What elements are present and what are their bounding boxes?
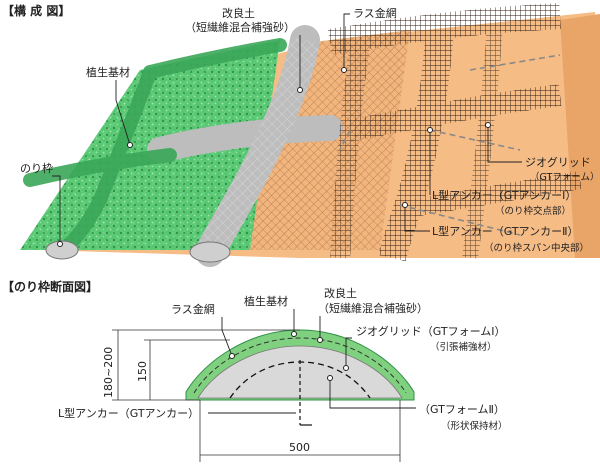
section-label-gt-form2-sub: （形状保持材）: [441, 420, 508, 432]
cross-section: 【のり枠断面図】 180~200 150 500 ラス金網: [2, 279, 508, 462]
dim-width: 500: [289, 441, 310, 454]
label-improved-soil-sub: （短繊維混合補強砂）: [185, 20, 295, 34]
cross-section-title: 【のり枠断面図】: [2, 279, 98, 294]
composition-labels: 【構 成 図】 植生基材 のり枠 改良土 （短繊維混合補強砂） ラス金網 ジオグ…: [2, 3, 600, 254]
geogrid-bands: [327, 3, 582, 262]
section-label-anchor: L型アンカー（GTアンカー）: [58, 406, 199, 420]
section-label-geogrid-sub: （引張補強材）: [430, 341, 497, 353]
anchors: [339, 54, 561, 236]
section-label-lath-mesh: ラス金網: [171, 302, 215, 316]
section-improved-soil: [197, 345, 403, 399]
section-lath-mesh: [193, 337, 407, 394]
improved-soil-frame: [147, 25, 343, 267]
label-anchor2: L型アンカー（GTアンカーⅡ）: [432, 224, 579, 238]
slope-illustration: [20, 3, 600, 267]
dim-inner-height: 150: [136, 361, 149, 382]
section-label-vegetation: 植生基材: [244, 294, 288, 308]
soil-side-face: [560, 14, 600, 258]
label-anchor2-sub: （のり枠スパン中央部）: [484, 242, 589, 254]
label-frame: のり枠: [20, 161, 53, 175]
label-geogrid: ジオグリッド: [525, 155, 591, 169]
frame-end-left: [45, 240, 79, 260]
frame-end-center: [189, 241, 231, 263]
label-geogrid-sub: （GTフォーム）: [530, 171, 600, 183]
section-label-improved-soil-sub: （短繊維混合補強砂）: [318, 301, 428, 315]
label-lath-mesh: ラス金網: [353, 6, 397, 20]
dimension-lines: [112, 329, 401, 462]
label-vegetation-base: 植生基材: [86, 65, 130, 79]
section-label-geogrid: ジオグリッド（GTフォームⅠ）: [356, 324, 506, 338]
vegetation-frame-ridges: [23, 38, 287, 257]
section-label-gt-form2: （GTフォームⅡ）: [419, 403, 505, 416]
label-anchor1: L型アンカー（GTアンカーⅠ）: [432, 188, 576, 202]
label-anchor1-sub: （のり枠交点部）: [495, 205, 571, 217]
label-improved-soil: 改良土: [222, 6, 255, 20]
dim-total-height: 180~200: [102, 347, 115, 398]
composition-title: 【構 成 図】: [2, 3, 70, 18]
section-label-improved-soil: 改良土: [324, 286, 357, 300]
